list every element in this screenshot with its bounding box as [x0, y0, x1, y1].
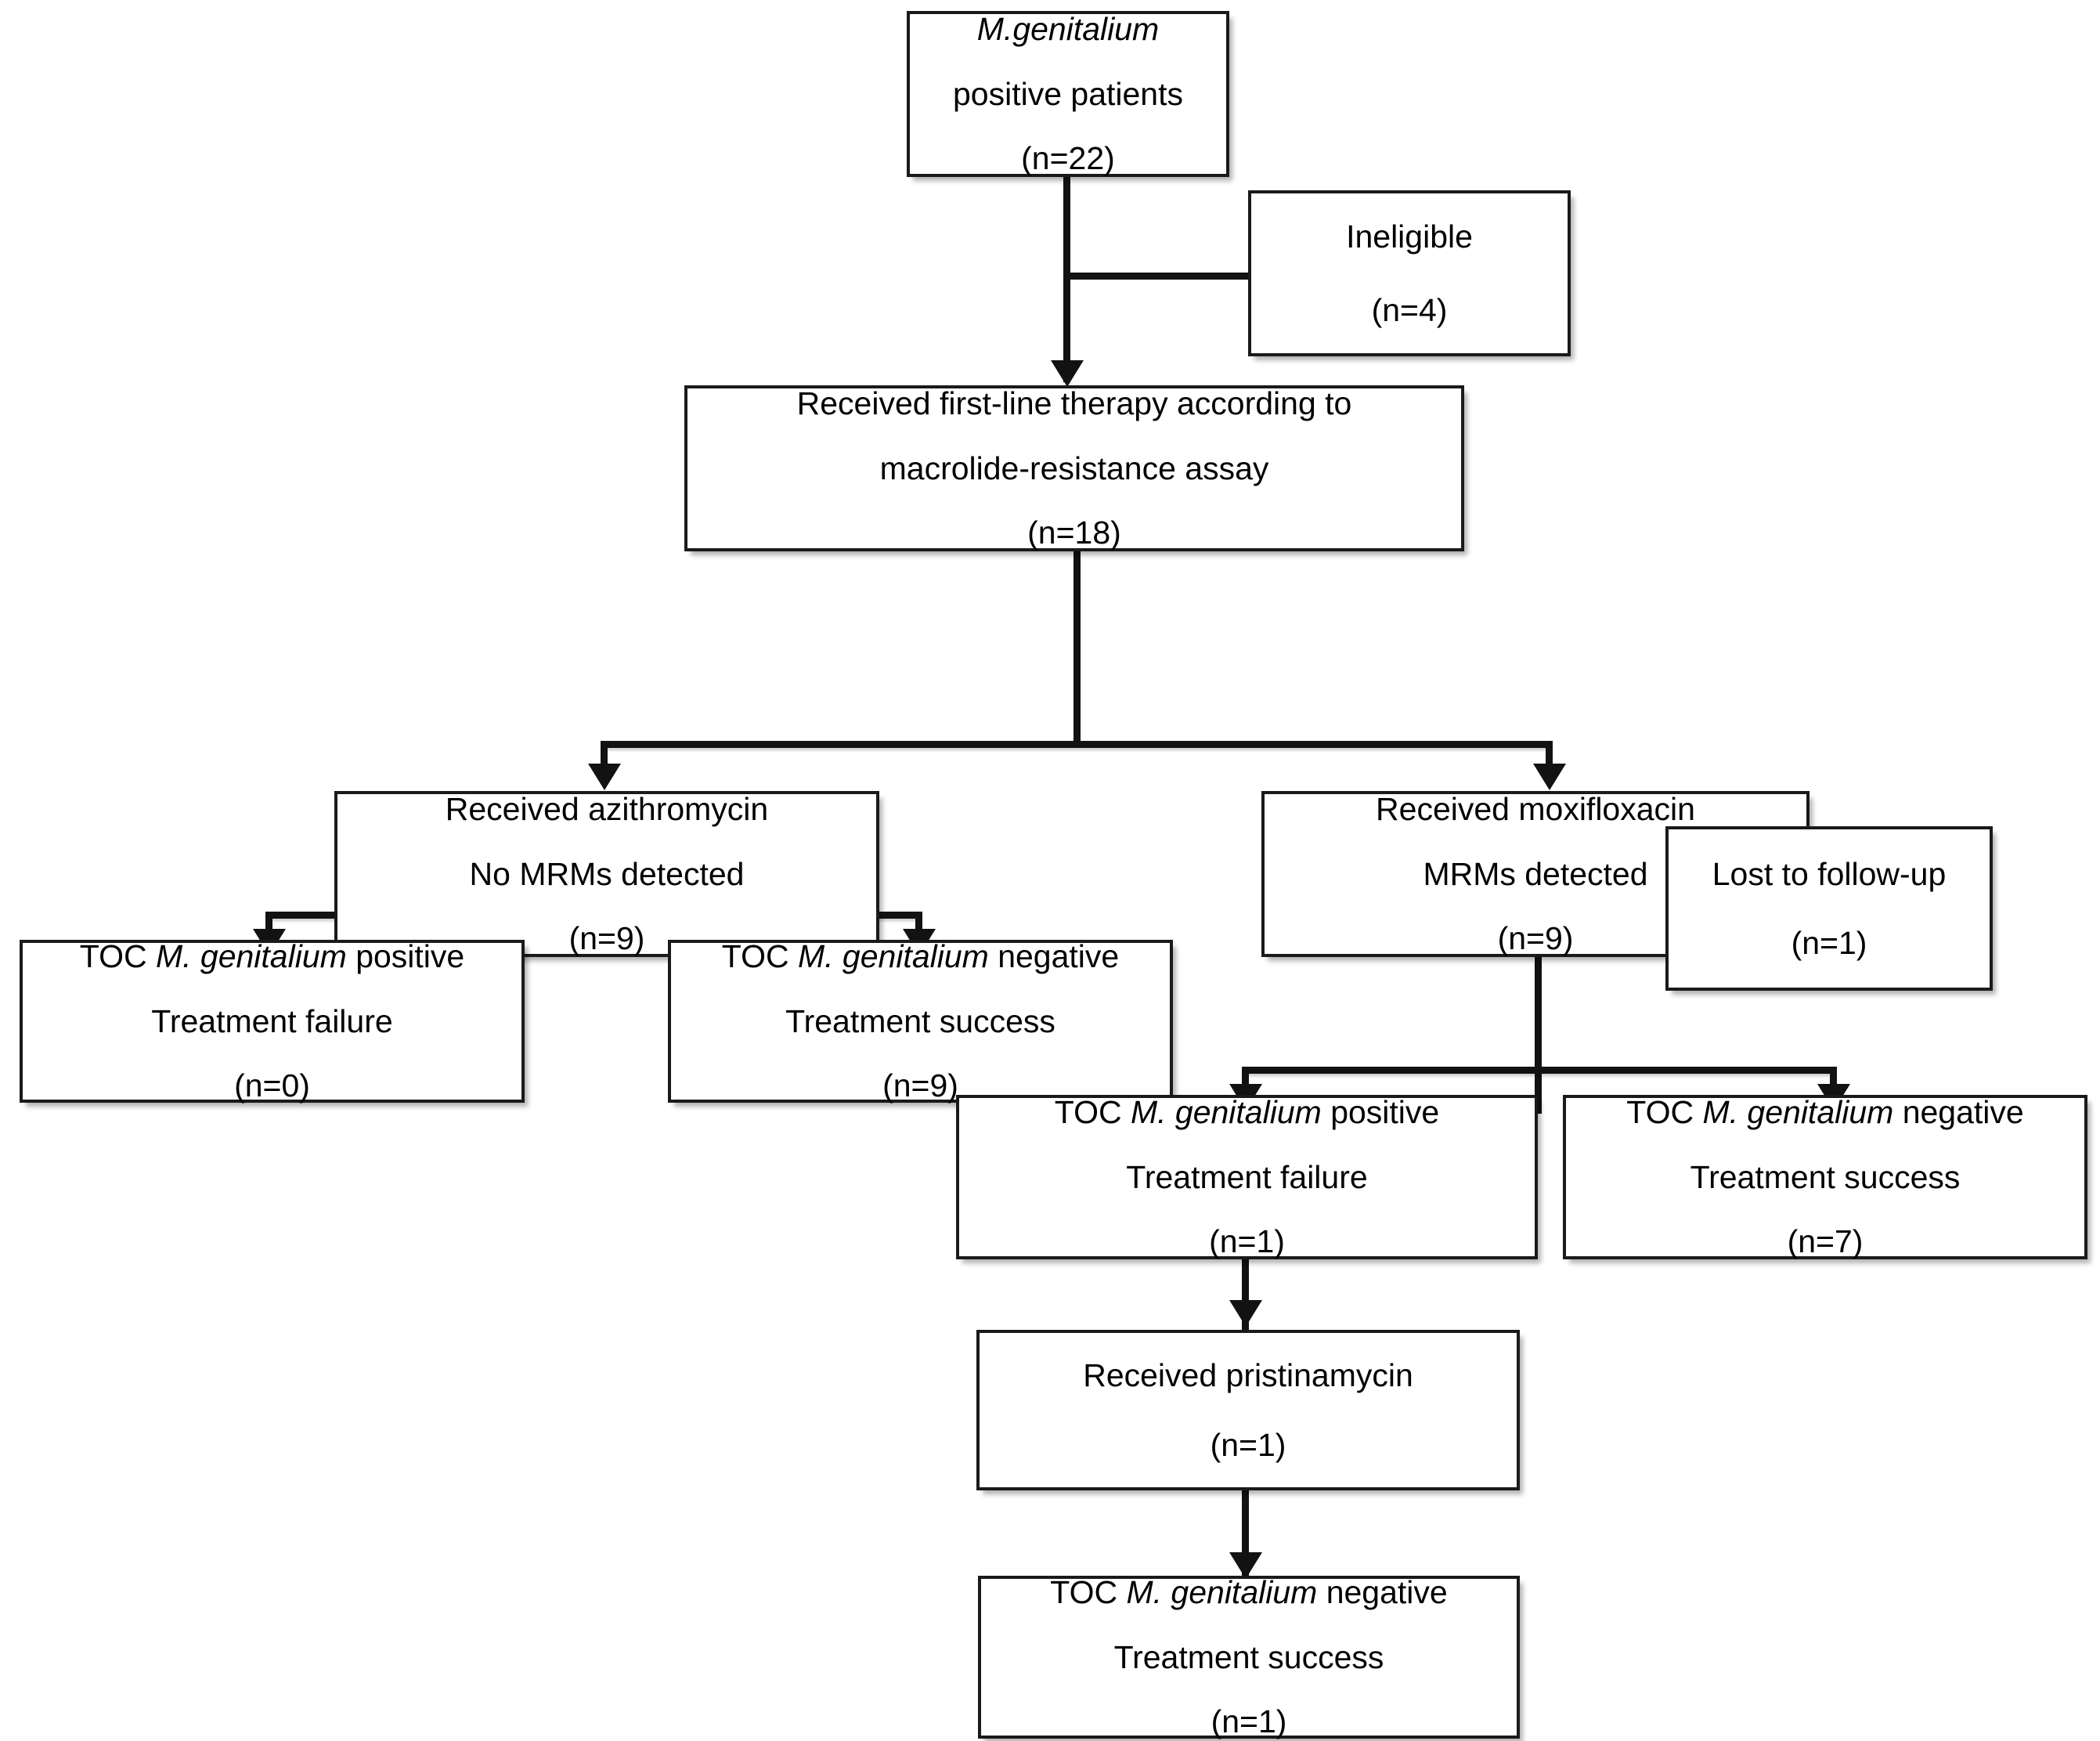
- node-source-line2: positive patients: [952, 75, 1183, 112]
- arrowhead-to-moxifloxacin: [1533, 764, 1566, 790]
- connector-to-azi-toc-positive: [265, 912, 272, 940]
- node-source-population: M.genitalium positive patients (n=22): [907, 11, 1229, 177]
- connector-moxifloxacin-trunk: [1535, 879, 1542, 1114]
- azi-toc-negative-suffix: negative: [988, 938, 1120, 975]
- azi-toc-positive-suffix: positive: [346, 938, 465, 975]
- moxi-toc-negative-suffix: negative: [1893, 1094, 2024, 1131]
- moxi-toc-negative-species: M. genitalium: [1702, 1094, 1894, 1131]
- azi-toc-positive-species: M. genitalium: [155, 938, 347, 975]
- node-final-toc-negative: TOC M. genitalium negative Treatment suc…: [978, 1573, 1520, 1740]
- node-moxi-toc-positive: TOC M. genitalium positive Treatment fai…: [956, 1093, 1538, 1260]
- final-toc-species: M. genitalium: [1126, 1574, 1318, 1611]
- connector-moxifloxacin-split-bar: [1242, 1067, 1837, 1074]
- node-final-toc-line2: Treatment success: [1113, 1638, 1384, 1675]
- node-azithromycin-line2: No MRMs detected: [469, 855, 745, 892]
- azi-toc-negative-species: M. genitalium: [797, 938, 989, 975]
- arrowhead-to-final-toc: [1229, 1552, 1262, 1579]
- arrowhead-to-pristinamycin: [1229, 1300, 1262, 1327]
- node-pristinamycin-line1: Received pristinamycin: [1083, 1357, 1413, 1394]
- node-azi-toc-negative: TOC M. genitalium negative Treatment suc…: [668, 937, 1173, 1104]
- connector-to-azi-toc-negative: [915, 912, 922, 940]
- connector-firstline-split-bar: [601, 741, 1553, 748]
- connector-source-to-ineligible: [1063, 273, 1251, 280]
- node-moxifloxacin-count: (n=9): [1497, 920, 1574, 957]
- connector-to-moxi-toc-negative: [1830, 1067, 1837, 1095]
- node-azi-toc-positive-line1: TOC M. genitalium positive: [72, 937, 472, 975]
- node-moxi-toc-positive-count: (n=1): [1209, 1223, 1285, 1260]
- moxi-toc-positive-suffix: positive: [1321, 1094, 1440, 1131]
- connector-toc-positive-to-pristinamycin: [1242, 1236, 1249, 1330]
- node-lost-to-follow-up: Lost to follow-up (n=1): [1665, 826, 1993, 991]
- node-ineligible-line1: Ineligible: [1346, 218, 1473, 255]
- connector-pristinamycin-to-final: [1242, 1488, 1249, 1582]
- connector-to-moxifloxacin: [1546, 741, 1553, 777]
- moxi-toc-negative-prefix: TOC: [1626, 1094, 1703, 1131]
- node-moxi-toc-negative-line1: TOC M. genitalium negative: [1618, 1093, 2031, 1131]
- node-first-line-line1: Received first-line therapy according to: [796, 385, 1352, 422]
- node-moxifloxacin-line1: Received moxifloxacin: [1376, 791, 1695, 828]
- node-moxi-toc-positive-line2: Treatment failure: [1126, 1158, 1368, 1195]
- node-moxifloxacin-line2: MRMs detected: [1423, 855, 1648, 892]
- node-first-line-count: (n=18): [1027, 515, 1121, 551]
- connector-to-moxi-toc-positive: [1242, 1067, 1249, 1095]
- node-azi-toc-negative-line2: Treatment success: [785, 1002, 1055, 1039]
- node-azithromycin-arm: Received azithromycin No MRMs detected (…: [334, 791, 879, 957]
- arrowhead-to-first-line: [1051, 360, 1084, 387]
- node-source-line1: M.genitalium: [976, 11, 1160, 48]
- node-azi-toc-negative-count: (n=9): [882, 1067, 958, 1104]
- azi-toc-negative-prefix: TOC: [721, 938, 798, 975]
- node-pristinamycin-count: (n=1): [1210, 1426, 1286, 1463]
- node-first-line-line2: macrolide-resistance assay: [879, 450, 1269, 486]
- node-moxi-toc-negative: TOC M. genitalium negative Treatment suc…: [1563, 1093, 2087, 1260]
- node-azi-toc-positive: TOC M. genitalium positive Treatment fai…: [20, 937, 525, 1104]
- node-pristinamycin: Received pristinamycin (n=1): [976, 1330, 1520, 1490]
- node-moxi-toc-positive-line1: TOC M. genitalium positive: [1047, 1093, 1447, 1131]
- node-lost-followup-line1: Lost to follow-up: [1712, 855, 1947, 892]
- node-azi-toc-negative-line1: TOC M. genitalium negative: [714, 937, 1127, 975]
- final-toc-suffix: negative: [1317, 1574, 1448, 1611]
- node-final-toc-line1: TOC M. genitalium negative: [1042, 1573, 1455, 1611]
- node-source-count: (n=22): [1021, 140, 1115, 177]
- node-lost-followup-count: (n=1): [1791, 925, 1867, 961]
- node-azithromycin-line1: Received azithromycin: [445, 791, 769, 828]
- azi-toc-positive-prefix: TOC: [79, 938, 156, 975]
- final-toc-prefix: TOC: [1050, 1574, 1127, 1611]
- node-azithromycin-count: (n=9): [568, 920, 645, 957]
- node-azi-toc-positive-count: (n=0): [234, 1067, 310, 1104]
- moxi-toc-positive-species: M. genitalium: [1130, 1094, 1322, 1131]
- node-moxi-toc-negative-count: (n=7): [1787, 1223, 1864, 1260]
- arrowhead-to-azithromycin: [588, 764, 621, 790]
- node-ineligible: Ineligible (n=4): [1248, 190, 1571, 356]
- connector-firstline-trunk: [1073, 548, 1081, 746]
- node-azi-toc-positive-line2: Treatment failure: [151, 1002, 393, 1039]
- connector-to-azithromycin: [601, 741, 608, 777]
- moxi-toc-positive-prefix: TOC: [1054, 1094, 1131, 1131]
- node-final-toc-count: (n=1): [1211, 1703, 1287, 1740]
- node-first-line-therapy: Received first-line therapy according to…: [684, 385, 1464, 551]
- node-moxi-toc-negative-line2: Treatment success: [1690, 1158, 1961, 1195]
- node-ineligible-count: (n=4): [1371, 292, 1448, 328]
